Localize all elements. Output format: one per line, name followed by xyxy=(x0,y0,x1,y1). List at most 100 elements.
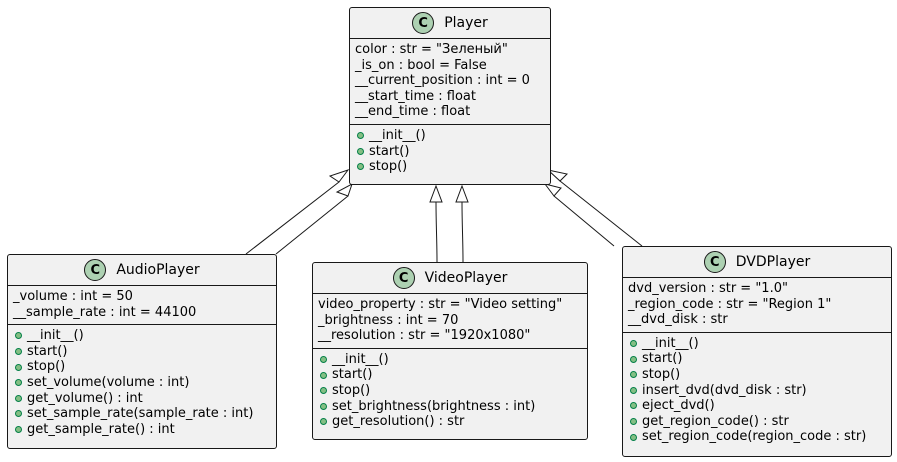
method-signature: start() xyxy=(642,351,683,367)
method: start() xyxy=(355,144,545,160)
edge-video-player-1 xyxy=(435,201,438,263)
method: start() xyxy=(318,367,582,383)
method-signature: stop() xyxy=(642,366,681,382)
class-name: AudioPlayer xyxy=(116,262,200,278)
method-signature: start() xyxy=(332,367,373,383)
public-method-icon xyxy=(357,132,364,140)
class-header: C DVDPlayer xyxy=(623,247,891,277)
method: get_sample_rate() : int xyxy=(13,422,271,438)
method: __init__() xyxy=(355,128,545,144)
method-signature: eject_dvd() xyxy=(642,398,715,414)
public-method-icon xyxy=(15,348,22,356)
method: __init__() xyxy=(628,336,886,352)
methods-section: __init__()start()stop()insert_dvd(dvd_di… xyxy=(623,331,891,449)
method: stop() xyxy=(318,383,582,399)
public-method-icon xyxy=(15,410,22,418)
class-video-player[interactable]: C VideoPlayer video_property : str = "Vi… xyxy=(312,262,588,440)
public-method-icon xyxy=(15,394,22,402)
method-signature: set_region_code(region_code : str) xyxy=(642,429,867,445)
class-header: C Player xyxy=(350,8,550,38)
public-method-icon xyxy=(630,386,637,394)
method: eject_dvd() xyxy=(628,398,886,414)
method: start() xyxy=(628,351,886,367)
method-signature: start() xyxy=(369,143,410,159)
method-signature: __init__() xyxy=(332,351,389,367)
field: _region_code : str = "Region 1" xyxy=(628,296,832,312)
method: stop() xyxy=(628,367,886,383)
arrowhead-audio-1 xyxy=(328,169,350,183)
edge-dvd-player-1 xyxy=(553,195,615,247)
method: set_volume(volume : int) xyxy=(13,375,271,391)
class-player[interactable]: C Player color : str = "Зеленый"_is_on :… xyxy=(349,7,551,185)
methods-section: __init__()start()stop() xyxy=(350,123,550,179)
method: stop() xyxy=(355,159,545,175)
class-name: Player xyxy=(444,15,488,31)
method-signature: set_brightness(brightness : int) xyxy=(332,398,536,414)
public-method-icon xyxy=(320,387,327,395)
method: get_region_code() : str xyxy=(628,414,886,430)
method: __init__() xyxy=(318,352,582,368)
method: set_region_code(region_code : str) xyxy=(628,429,886,445)
method-signature: stop() xyxy=(27,359,66,375)
class-name: VideoPlayer xyxy=(424,270,508,286)
class-badge-icon: C xyxy=(392,267,415,289)
method-signature: get_sample_rate() : int xyxy=(27,421,175,437)
public-method-icon xyxy=(630,355,637,363)
class-audio-player[interactable]: C AudioPlayer _volume : int = 50__sample… xyxy=(7,254,277,449)
fields-section: dvd_version : str = "1.0"_region_code : … xyxy=(623,277,891,332)
method-signature: __init__() xyxy=(369,127,426,143)
method-signature: get_region_code() : str xyxy=(642,413,789,429)
field: __current_position : int = 0 xyxy=(355,73,530,89)
public-method-icon xyxy=(320,402,327,410)
method: __init__() xyxy=(13,328,271,344)
method-signature: stop() xyxy=(369,159,408,175)
method: set_sample_rate(sample_rate : int) xyxy=(13,406,271,422)
public-method-icon xyxy=(630,433,637,441)
field: _brightness : int = 70 xyxy=(318,312,459,328)
method: set_brightness(brightness : int) xyxy=(318,399,582,415)
public-method-icon xyxy=(320,371,327,379)
public-method-icon xyxy=(630,371,637,379)
edge-audio-player-1 xyxy=(245,181,340,255)
public-method-icon xyxy=(320,356,327,364)
fields-section: color : str = "Зеленый"_is_on : bool = F… xyxy=(350,38,550,124)
method: start() xyxy=(13,344,271,360)
field: __resolution : str = "1920x1080" xyxy=(318,328,531,344)
methods-section: __init__()start()stop()set_volume(volume… xyxy=(8,324,276,441)
public-method-icon xyxy=(15,379,22,387)
edge-audio-player-2 xyxy=(275,195,349,255)
class-header: C AudioPlayer xyxy=(8,255,276,285)
class-badge-icon: C xyxy=(412,12,435,34)
method-signature: stop() xyxy=(332,382,371,398)
arrowhead-video-1 xyxy=(429,184,443,203)
method-signature: start() xyxy=(27,343,68,359)
field: dvd_version : str = "1.0" xyxy=(628,281,788,296)
edge-video-player-2 xyxy=(461,201,464,263)
public-method-icon xyxy=(357,147,364,155)
method: insert_dvd(dvd_disk : str) xyxy=(628,383,886,399)
class-dvd-player[interactable]: C DVDPlayer dvd_version : str = "1.0"_re… xyxy=(622,246,892,457)
method-signature: get_resolution() : str xyxy=(332,414,465,430)
public-method-icon xyxy=(320,418,327,426)
public-method-icon xyxy=(630,402,637,410)
field: __sample_rate : int = 44100 xyxy=(13,304,197,320)
arrowhead-dvd-2 xyxy=(546,169,569,182)
class-name: DVDPlayer xyxy=(735,254,811,270)
public-method-icon xyxy=(15,363,22,371)
method-signature: set_volume(volume : int) xyxy=(27,374,190,390)
method: get_resolution() : str xyxy=(318,414,582,430)
field: __end_time : float xyxy=(355,104,471,120)
field: color : str = "Зеленый" xyxy=(355,42,508,57)
public-method-icon xyxy=(357,163,364,171)
arrowhead-video-2 xyxy=(455,184,469,203)
public-method-icon xyxy=(630,340,637,348)
methods-section: __init__()start()stop()set_brightness(br… xyxy=(313,347,587,434)
method: stop() xyxy=(13,359,271,375)
field: _is_on : bool = False xyxy=(355,57,487,73)
fields-section: video_property : str = "Video setting"_b… xyxy=(313,293,587,348)
method-signature: __init__() xyxy=(27,328,84,344)
method-signature: get_volume() : int xyxy=(27,390,143,406)
method-signature: set_sample_rate(sample_rate : int) xyxy=(27,406,254,422)
class-header: C VideoPlayer xyxy=(313,263,587,293)
